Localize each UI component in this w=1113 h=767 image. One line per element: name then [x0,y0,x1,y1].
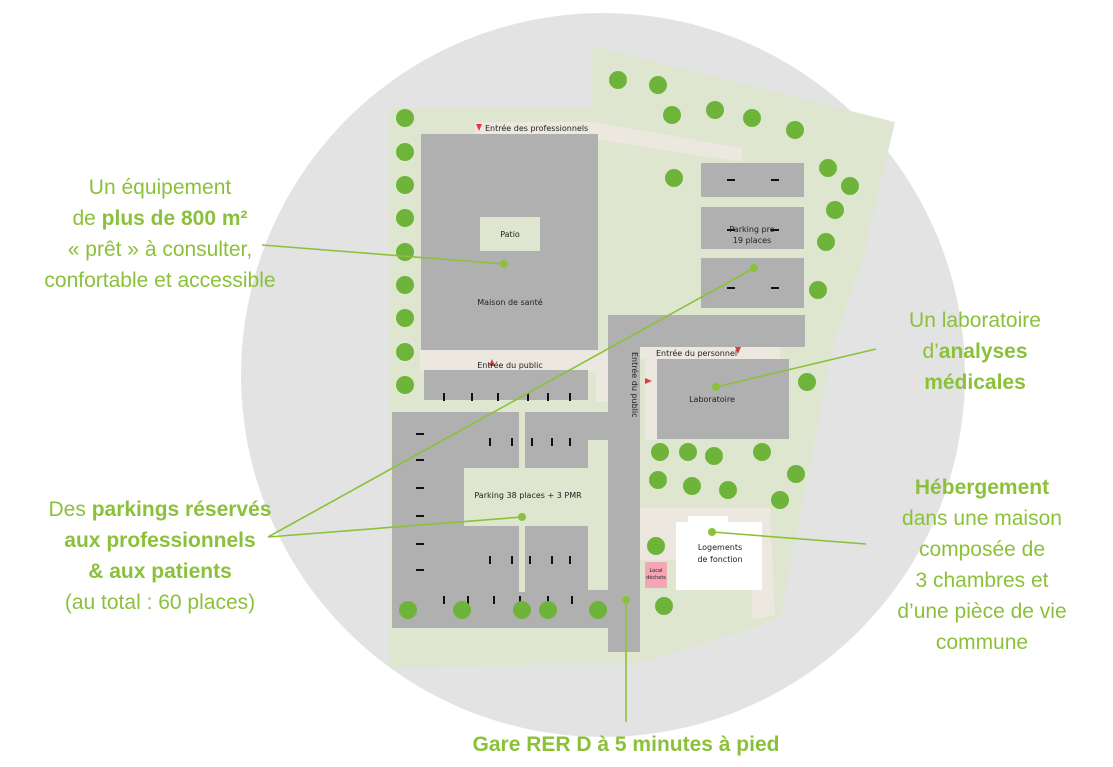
label-laboratoire: Laboratoire [689,395,735,404]
label-local-dechets-2: déchets [646,574,666,581]
patio [480,217,540,251]
label-logements-2: de fonction [697,555,742,564]
parking-main-row2 [464,526,588,592]
parking-pro-top [701,163,804,197]
label-entree-professionnels: Entrée des professionnels [485,123,588,133]
main-aisle [608,315,640,652]
arrow-entree-personnel [735,347,741,354]
arrow-entree-pro [476,124,482,131]
label-entree-du-personnel: Entrée du personnel [656,348,737,358]
label-maison-de-sante: Maison de santé [477,297,543,307]
entrance-arrows [476,124,741,384]
callout-hebergement: Hébergement dans une maison composée de … [897,476,1067,654]
parking-main-row [464,412,608,468]
arrow-entree-public [489,359,495,366]
callout-laboratoire: Un laboratoire d’analyses médicales [909,309,1041,394]
callout-gare: Gare RER D à 5 minutes à pied [472,733,780,756]
label-logements-1: Logements [698,543,742,552]
label-entree-du-public-vertical: Entrée du public [630,352,640,418]
trees [396,71,859,619]
parking-main-left [392,412,464,592]
leader-dots [500,260,758,604]
leader-lines [261,244,877,722]
label-local-dechets-1: Local [650,568,663,574]
label-entree-du-public: Entrée du public [477,360,543,370]
local-dechets [645,562,667,588]
parking-pro-mid [701,207,804,249]
parking-main-top [424,370,588,400]
arrow-entree-public-v [645,378,652,384]
label-patio: Patio [500,230,520,239]
label-parking-main: Parking 38 places + 3 PMR [474,491,582,500]
parking-main-bottom [392,590,608,628]
label-parking-pro-2: 19 places [733,236,771,245]
label-parking-pro-1: Parking pro [729,225,774,234]
laboratoire-building [657,359,789,439]
access-strip [610,315,805,347]
callout-parkings: Des parkings réservés aux professionnels… [48,498,272,614]
callout-surface: Un équipement de plus de 800 m² « prêt »… [44,176,276,292]
